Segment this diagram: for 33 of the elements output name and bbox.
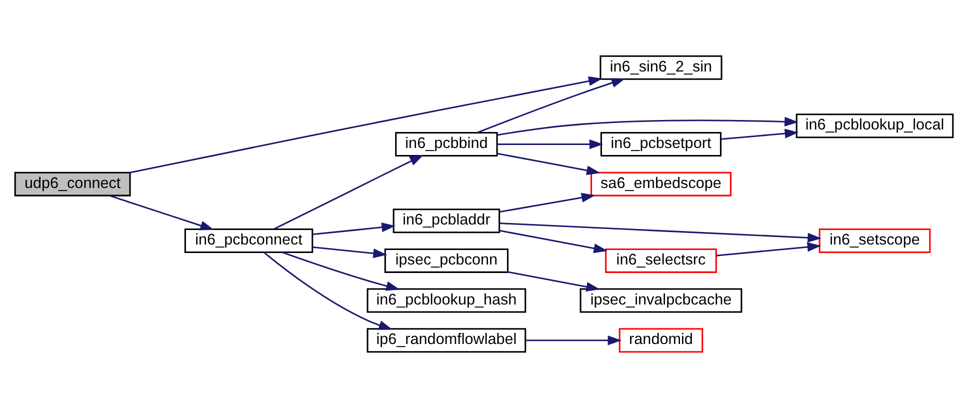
arrow [312,222,396,235]
node-box: in6_setscope [818,228,931,253]
node-box: in6_pcbconnect [184,228,314,253]
node-box: udp6_connect [14,171,131,196]
arrow [500,229,608,253]
arrow [312,246,388,258]
node-box: in6_pcblookup_hash [366,288,526,312]
arrow [716,242,822,256]
arrow [130,76,602,173]
arrow [508,270,600,292]
arrow [109,194,214,230]
node-box: in6_pcbsetport [600,131,722,156]
node-box: in6_selectsrc [605,248,717,272]
arrow [274,154,424,230]
arrow [477,78,626,133]
node-box: randomid [618,328,704,352]
node-box: sa6_embedscope [590,171,732,196]
node-box: ipsec_invalpcbcache [580,288,742,312]
node-box: in6_pcblookup_local [796,113,954,138]
arrow [263,251,393,330]
arrow [497,138,604,149]
node-box: ipsec_pcbconn [384,248,509,272]
arrow [721,128,799,140]
arrow [496,152,600,175]
arrow [497,116,798,136]
node-box: ip6_randomflowlabel [366,328,526,352]
arrow [500,222,822,242]
arrow [282,251,400,290]
arrow [500,192,596,212]
arrow [526,335,622,345]
node-box: in6_pcbbind [395,131,498,156]
node-box: in6_sin6_2_sin [600,54,722,80]
node-box: in6_pcbladdr [392,208,500,233]
